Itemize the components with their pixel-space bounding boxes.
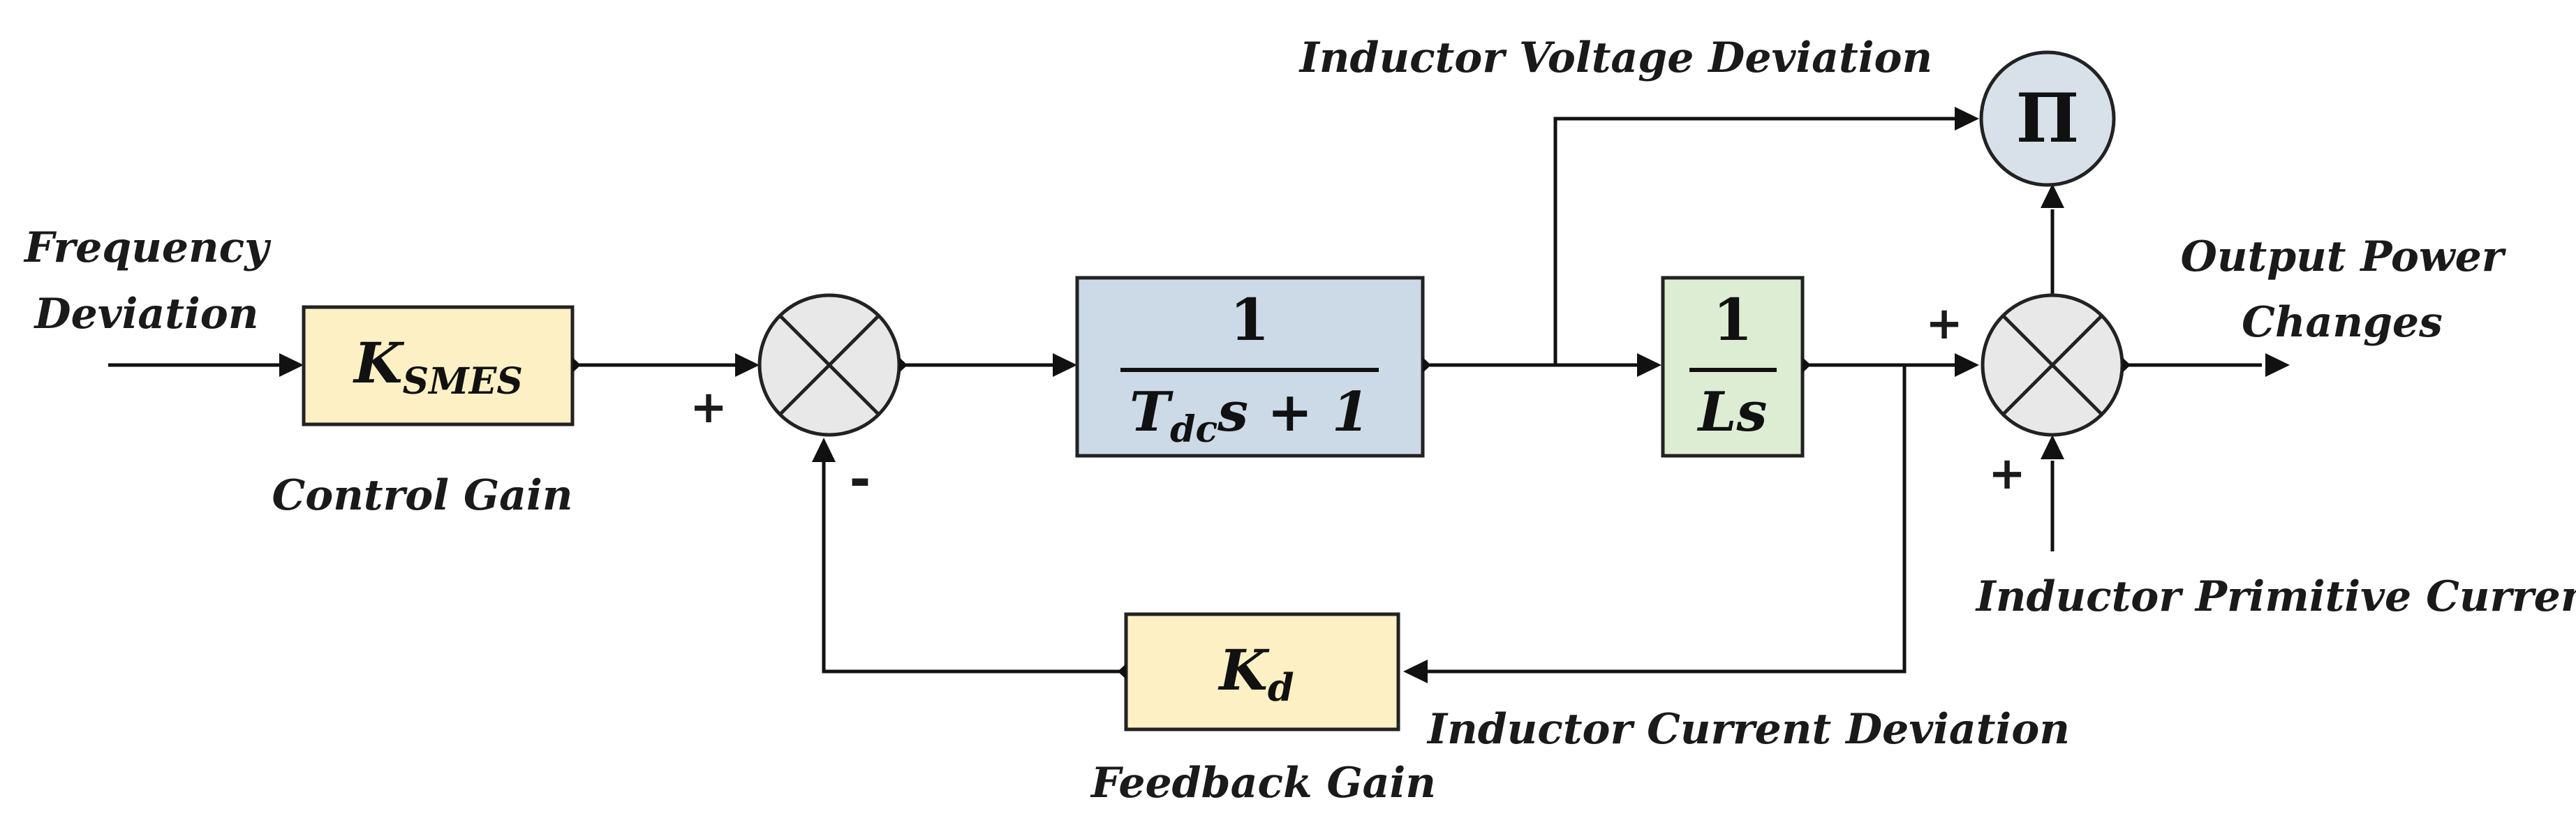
- ls-output-port-icon: [1803, 357, 1811, 373]
- frequency-deviation-label-line2: Deviation: [34, 290, 259, 339]
- tdc-den-subscript: dc: [1170, 408, 1217, 451]
- output-power-label-line1: Output Power: [2181, 232, 2507, 281]
- arrowhead-into-ksmes: [279, 353, 304, 377]
- ksmes-gain-box: [302, 305, 575, 426]
- feedback-gain-label: Feedback Gain: [1090, 759, 1436, 808]
- ls-integrator-box: [1661, 276, 1805, 458]
- tdc-den-rest: s + 1: [1217, 380, 1370, 444]
- sum1-output-port-icon: [899, 357, 908, 373]
- summing-junction-1: [757, 293, 908, 437]
- product-circle: [1979, 50, 2116, 187]
- tdc-transfer-box: [1075, 276, 1425, 458]
- arrowhead-into-kd: [1403, 660, 1428, 683]
- arrowhead-into-product-bottom: [2041, 184, 2064, 208]
- ksmes-symbol: K: [353, 330, 405, 396]
- arrowhead-into-ls: [1637, 353, 1661, 377]
- arrowhead-into-sum2-bottom: [2041, 435, 2064, 459]
- wire-voltage-branch-to-product: [1553, 117, 1955, 365]
- arrowhead-into-product: [1955, 107, 1979, 131]
- frequency-deviation-label-line1: Frequency: [23, 223, 272, 272]
- output-power-label-line2: Changes: [2242, 298, 2443, 347]
- kd-subscript: d: [1268, 665, 1294, 710]
- inductor-voltage-deviation-label: Inductor Voltage Deviation: [1298, 34, 1932, 82]
- ls-integrator-block: 1 Ls: [1661, 276, 1811, 458]
- inductor-current-deviation-label: Inductor Current Deviation: [1426, 705, 2070, 754]
- product-block: Π: [1979, 50, 2116, 187]
- inductor-primitive-current-label: Inductor Primitive Current: [1975, 572, 2576, 621]
- wire-kd-to-sum1: [822, 461, 1126, 674]
- sum1-input-plus-sign: +: [690, 382, 727, 433]
- arrowhead-into-sum1: [735, 353, 760, 377]
- sum2-bottom-plus-sign: +: [1988, 448, 2026, 500]
- control-gain-label: Control Gain: [272, 471, 573, 520]
- arrowhead-output: [2265, 353, 2290, 377]
- summing-junction-2: [1981, 293, 2131, 437]
- arrowhead-into-sum1-bottom: [812, 438, 836, 462]
- tdc-output-port-icon: [1423, 357, 1431, 373]
- arrowhead-into-sum2-left: [1955, 353, 1979, 377]
- kd-symbol: K: [1217, 637, 1270, 703]
- ls-denominator: Ls: [1697, 380, 1768, 444]
- tdc-transfer-block: 1 Tdcs + 1: [1075, 276, 1431, 458]
- tdc-denominator: Tdcs + 1: [1130, 380, 1370, 451]
- ksmes-output-port-icon: [572, 357, 581, 373]
- kd-label: Kd: [1217, 637, 1294, 710]
- ls-numerator: 1: [1712, 287, 1752, 354]
- sum1-feedback-minus-sign: -: [850, 449, 871, 510]
- ksmes-label: KSMES: [353, 330, 523, 403]
- kd-gain-box: [1124, 612, 1400, 731]
- sum2-top-plus-sign: +: [1925, 298, 1963, 350]
- ksmes-gain-block: KSMES: [302, 305, 581, 426]
- tdc-numerator: 1: [1229, 287, 1269, 354]
- wire-current-feedback: [1428, 365, 1907, 674]
- sum1-cross-b: [778, 314, 880, 416]
- sum2-output-port-icon: [2122, 357, 2131, 373]
- tdc-den-symbol: T: [1130, 380, 1174, 444]
- kd-output-port-icon: [1118, 664, 1126, 679]
- arrowhead-into-tdc: [1053, 353, 1077, 377]
- ksmes-subscript: SMES: [403, 360, 523, 403]
- product-symbol: Π: [2016, 79, 2080, 158]
- kd-gain-block: Kd: [1118, 612, 1400, 731]
- sum2-cross-b: [2001, 314, 2103, 416]
